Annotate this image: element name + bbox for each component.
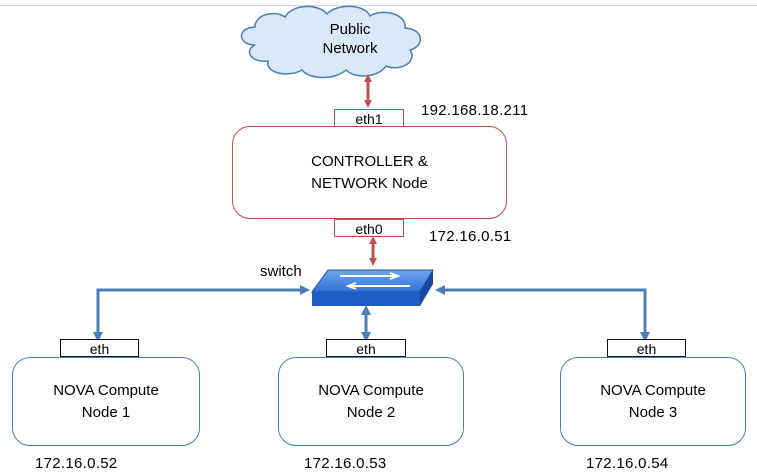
switch-icon — [311, 269, 434, 306]
cloud-label-line1: Public — [329, 21, 371, 38]
cloud-label-line2: Network — [322, 40, 378, 57]
node1-ip: 172.16.0.52 — [35, 455, 118, 472]
switch-node3-link — [435, 285, 650, 342]
top-divider — [0, 5, 757, 6]
switch-label: switch — [260, 263, 302, 280]
node3-eth-port: eth — [607, 339, 686, 357]
node3-label-line2: Node 3 — [628, 403, 678, 421]
public-network-cloud — [240, 5, 421, 79]
node2-label-line2: Node 2 — [346, 403, 396, 421]
nova-compute-node-3: NOVA Compute Node 3 — [560, 357, 746, 446]
node3-label-line1: NOVA Compute — [600, 381, 706, 399]
controller-label-line2: NETWORK Node — [311, 174, 428, 192]
controller-public-ip: 192.168.18.211 — [421, 102, 529, 119]
node1-label-line2: Node 1 — [81, 403, 131, 421]
controller-eth1-port: eth1 — [334, 109, 404, 127]
node2-label-line1: NOVA Compute — [318, 381, 424, 399]
node1-eth-port: eth — [60, 339, 139, 357]
controller-label-line1: CONTROLLER & — [311, 152, 428, 170]
controller-private-ip: 172.16.0.51 — [429, 228, 512, 245]
controller-network-node: CONTROLLER & NETWORK Node — [232, 126, 507, 219]
nova-compute-node-2: NOVA Compute Node 2 — [278, 357, 464, 446]
node3-ip: 172.16.0.54 — [586, 455, 669, 472]
node2-eth-port: eth — [326, 339, 406, 357]
switch-node1-link — [93, 285, 310, 342]
controller-eth0-port: eth0 — [334, 219, 404, 237]
cloud-label: Public Network — [290, 20, 410, 58]
nova-compute-node-1: NOVA Compute Node 1 — [12, 357, 200, 446]
node1-label-line1: NOVA Compute — [53, 381, 159, 399]
node2-ip: 172.16.0.53 — [304, 455, 387, 472]
